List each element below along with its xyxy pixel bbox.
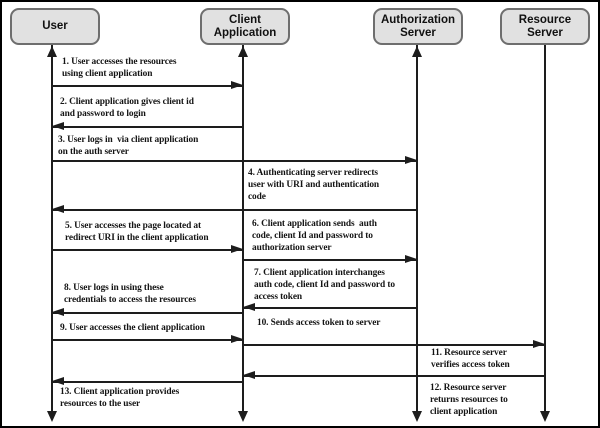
message-arrowhead-8 <box>52 308 64 317</box>
message-label-line: code, client Id and password to <box>252 231 373 241</box>
lifeline-top-arrowhead-client <box>238 46 248 57</box>
message-arrow-10 <box>243 344 545 346</box>
lifeline-top-arrowhead-auth <box>412 46 422 57</box>
message-label-line: 1. User accesses the resources <box>62 57 177 67</box>
lifeline-bottom-arrowhead-client <box>238 411 248 422</box>
message-label-line: credentials to access the resources <box>64 295 196 305</box>
message-arrow-12 <box>243 375 545 377</box>
lifeline-bottom-arrowhead-resource <box>540 411 550 422</box>
message-label-5: 5. User accesses the page located at redi… <box>65 220 209 244</box>
message-label-13: 13. Client application provides resources… <box>60 386 179 410</box>
message-label-7: 7. Client application interchanges auth c… <box>254 267 395 303</box>
message-label-line: on the auth server <box>58 147 129 157</box>
message-label-line: resources to the user <box>60 399 141 409</box>
message-arrow-2 <box>52 126 243 128</box>
message-label-4: 4. Authenticating server redirects user w… <box>248 167 379 203</box>
message-label-line: 9. User accesses the client application <box>60 323 205 333</box>
actor-box-auth: Authorization Server <box>373 8 463 45</box>
message-label-2: 2. Client application gives client id and… <box>60 96 194 120</box>
message-arrowhead-7 <box>243 303 255 312</box>
message-arrowhead-10 <box>533 340 545 349</box>
message-arrowhead-4 <box>52 205 64 214</box>
message-arrow-3 <box>52 160 417 162</box>
message-label-line: 3. User logs in via client application <box>58 135 199 145</box>
lifeline-top-arrowhead-user <box>47 46 57 57</box>
message-label-line: returns resources to <box>430 395 508 405</box>
message-label-12: 12. Resource server returns resources to c… <box>430 382 508 418</box>
message-arrowhead-12 <box>243 371 255 380</box>
message-label-3: 3. User logs in via client application on… <box>58 134 198 158</box>
message-label-line: access token <box>254 292 303 302</box>
message-arrowhead-6 <box>405 255 417 264</box>
message-arrow-9 <box>52 339 243 341</box>
message-arrow-5 <box>52 249 243 251</box>
message-label-line: 2. Client application gives client id <box>60 97 194 107</box>
message-arrow-6 <box>243 259 417 261</box>
message-label-line: client application <box>430 407 498 417</box>
message-label-line: 13. Client application provides <box>60 387 180 397</box>
message-arrowhead-1 <box>231 81 243 90</box>
message-label-line: 10. Sends access token to server <box>257 318 381 328</box>
message-label-9: 9. User accesses the client application <box>60 322 205 334</box>
message-label-line: 8. User logs in using these <box>64 283 164 293</box>
message-arrow-4 <box>52 209 417 211</box>
message-arrowhead-13 <box>52 377 64 386</box>
message-arrowhead-5 <box>231 245 243 254</box>
lifeline-client <box>242 45 244 411</box>
message-label-1: 1. User accesses the resources using clie… <box>62 56 177 80</box>
message-arrowhead-3 <box>405 156 417 165</box>
lifeline-bottom-arrowhead-user <box>47 411 57 422</box>
lifeline-resource <box>544 45 546 411</box>
message-label-line: code <box>248 192 266 202</box>
message-label-line: 5. User accesses the page located at <box>65 221 202 231</box>
message-label-line: 4. Authenticating server redirects <box>248 168 378 178</box>
message-arrowhead-9 <box>231 335 243 344</box>
lifeline-bottom-arrowhead-auth <box>412 411 422 422</box>
message-label-11: 11. Resource server verifies access token <box>431 347 510 371</box>
message-label-8: 8. User logs in using these credentials t… <box>64 282 196 306</box>
message-arrow-1 <box>52 85 243 87</box>
message-label-line: 11. Resource server <box>431 348 507 358</box>
message-label-line: 6. Client application sends auth <box>252 219 377 229</box>
message-label-6: 6. Client application sends auth code, cl… <box>252 218 377 254</box>
message-label-line: 7. Client application interchanges <box>254 268 385 278</box>
message-arrow-7 <box>243 307 417 309</box>
message-label-line: auth code, client Id and password to <box>254 280 395 290</box>
message-label-line: user with URI and authentication <box>248 180 380 190</box>
lifeline-user <box>51 45 53 411</box>
lifeline-auth <box>416 45 418 411</box>
message-label-10: 10. Sends access token to server <box>257 317 380 329</box>
actor-box-resource: Resource Server <box>500 8 590 45</box>
actor-box-user: User <box>10 8 100 45</box>
message-label-line: 12. Resource server <box>430 383 507 393</box>
message-arrow-13 <box>52 381 243 383</box>
message-label-line: authorization server <box>252 243 332 253</box>
message-label-line: redirect URI in the client application <box>65 233 209 243</box>
actor-box-client: Client Application <box>200 8 290 45</box>
message-label-line: and password to login <box>60 109 146 119</box>
message-arrowhead-2 <box>52 122 64 131</box>
message-label-line: using client application <box>62 69 153 79</box>
message-arrow-8 <box>52 312 243 314</box>
message-label-line: verifies access token <box>431 360 510 370</box>
